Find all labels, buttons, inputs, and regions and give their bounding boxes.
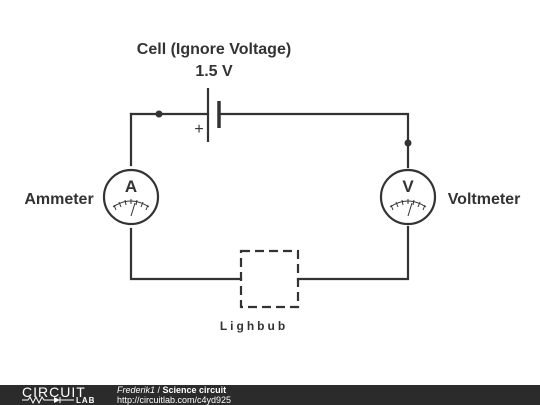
logo-lab-text: LAB	[76, 396, 96, 405]
resistor-diode-icon	[22, 396, 74, 404]
lightbulb-label: Lighbub	[220, 319, 288, 333]
wire-top-right	[217, 112, 410, 169]
cell-label: Cell (Ignore Voltage)	[137, 41, 291, 58]
circuit-title[interactable]: Science circuit	[162, 385, 227, 395]
ammeter-letter: A	[125, 177, 137, 196]
junction-dot-right	[404, 139, 412, 147]
voltmeter-circle	[379, 168, 437, 226]
voltmeter-letter: V	[402, 177, 414, 196]
circuit-url-link[interactable]: http://circuitlab.com/c4yd925	[117, 395, 232, 405]
meta-separator: /	[155, 385, 163, 395]
voltmeter-symbol: V	[379, 168, 437, 226]
junction-dot-left	[155, 110, 163, 118]
lightbulb-dashed-box	[239, 249, 300, 309]
voltmeter-needle	[407, 202, 413, 217]
wire-right-lower	[296, 225, 410, 281]
ammeter-label: Ammeter	[24, 191, 93, 208]
cell-symbol	[206, 88, 221, 142]
circuit-meta: Frederik1 / Science circuit http://circu…	[117, 385, 231, 405]
circuit-diagram: + Cell (Ignore Voltage) 1.5 V A Ammeter	[24, 41, 521, 333]
voltmeter-label: Voltmeter	[448, 191, 521, 208]
ammeter-symbol: A	[102, 168, 160, 226]
ammeter-circle	[102, 168, 160, 226]
author-link[interactable]: Frederik1	[117, 385, 156, 395]
cell-voltage-label: 1.5 V	[195, 63, 233, 80]
logo-circuit-text: CIRCUIT	[22, 384, 86, 400]
circuit-wires	[129, 112, 410, 281]
circuitlab-logo[interactable]: CIRCUIT LAB	[22, 384, 112, 405]
ammeter-needle	[130, 202, 136, 217]
cell-plus-sign: +	[194, 121, 203, 138]
circuitlab-footer: CIRCUIT LAB Frederik1 / Science circuit …	[0, 384, 540, 405]
ammeter-scale-ticks	[113, 199, 149, 211]
wire-left-lower	[129, 227, 243, 281]
voltmeter-scale-ticks	[390, 199, 426, 211]
